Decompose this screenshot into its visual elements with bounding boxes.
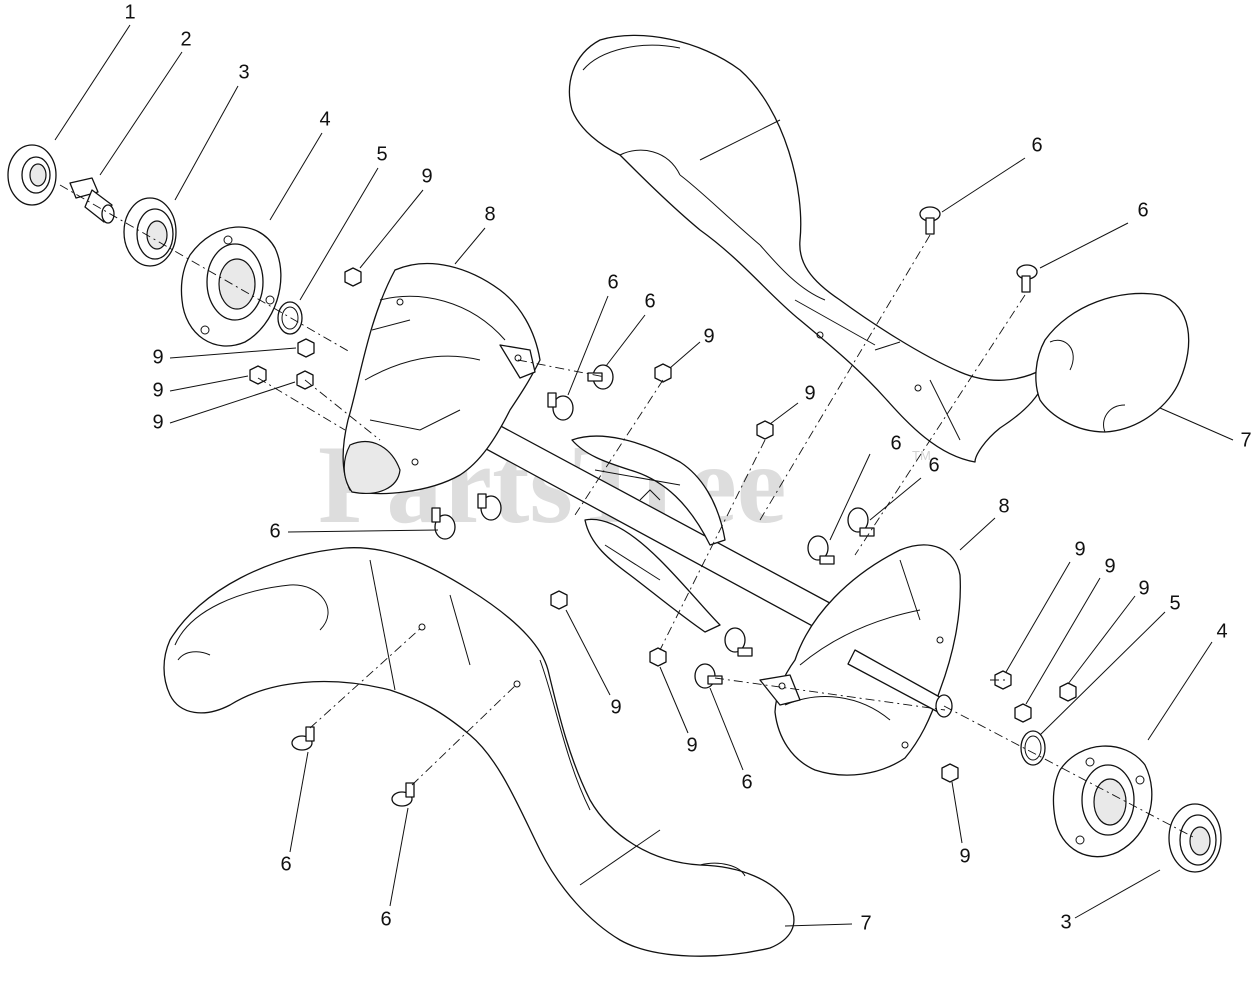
nut-11 (1059, 682, 1077, 702)
callout-6: 6 (644, 290, 655, 312)
alignment-lines (59, 184, 1196, 839)
bolt-4 (431, 507, 456, 540)
callout-2: 2 (180, 28, 191, 50)
carriage-bolts (291, 206, 1038, 807)
bolt-11 (291, 726, 315, 751)
callout-9: 9 (686, 734, 697, 756)
part-5-ring-right (1020, 730, 1046, 766)
hub-plate-right (759, 544, 961, 776)
callout-9: 9 (1074, 538, 1085, 560)
nut-12 (941, 763, 959, 783)
bolt-6 (1016, 264, 1038, 293)
callout-3: 3 (1060, 911, 1071, 933)
callout-9: 9 (1104, 555, 1115, 577)
callout-6: 6 (380, 908, 391, 930)
callout-4: 4 (319, 108, 330, 130)
callout-6: 6 (890, 432, 901, 454)
bolt-10 (694, 663, 723, 689)
callout-3: 3 (238, 61, 249, 83)
callout-6: 6 (280, 853, 291, 875)
callout-6: 6 (607, 271, 618, 293)
bolt-7 (847, 507, 875, 537)
nut-5 (654, 363, 672, 383)
tine-upper-right (568, 34, 1051, 463)
callout-9: 9 (421, 165, 432, 187)
callout-6: 6 (741, 771, 752, 793)
bolt-12 (391, 782, 415, 807)
hub-plate-left (342, 262, 541, 495)
bolt-1 (587, 364, 614, 390)
nut-3 (249, 365, 267, 385)
part-3-bearing-left (123, 197, 177, 267)
nut-8 (649, 647, 667, 667)
callout-6: 6 (1137, 199, 1148, 221)
nut-10 (1014, 703, 1032, 723)
callout-7: 7 (860, 912, 871, 934)
part-4-flange-right (1052, 745, 1153, 858)
nut-7 (550, 590, 568, 610)
tine-upper-right-tip (1035, 292, 1190, 433)
callout-1: 1 (124, 1, 135, 23)
callout-6: 6 (1031, 134, 1042, 156)
part-3-bearing-right (1168, 803, 1222, 873)
bolt-8 (807, 535, 835, 565)
bolt-2 (547, 392, 574, 421)
callout-7: 7 (1240, 429, 1251, 451)
callout-labels: 1 2 3 4 5 9 8 6 6 9 9 9 6 6 9 9 6 7 6 6 … (124, 1, 1251, 934)
leader-lines (54, 24, 1234, 927)
callout-6: 6 (928, 454, 939, 476)
callout-6: 6 (269, 520, 280, 542)
callout-9: 9 (1138, 577, 1149, 599)
callout-9: 9 (804, 382, 815, 404)
part-5-ring-left (277, 301, 303, 335)
callout-9: 9 (152, 379, 163, 401)
callout-8: 8 (484, 203, 495, 225)
bolt-3 (477, 493, 502, 521)
callout-5: 5 (376, 143, 387, 165)
nut-1 (344, 267, 362, 287)
callout-5: 5 (1169, 592, 1180, 614)
bolt-9 (724, 627, 753, 657)
callout-4: 4 (1216, 620, 1227, 642)
watermark-trademark: TM (912, 448, 931, 463)
center-bracket (571, 435, 726, 633)
nut-2 (297, 338, 315, 358)
callout-9: 9 (959, 845, 970, 867)
callout-9: 9 (152, 346, 163, 368)
bolt-5 (919, 206, 941, 235)
callout-9: 9 (152, 411, 163, 433)
part-1-cap (7, 144, 57, 206)
tine-lower-left (163, 547, 795, 957)
part-2-pin (69, 177, 115, 224)
part-4-flange-left (180, 226, 282, 347)
nut-6 (756, 420, 774, 440)
callout-8: 8 (998, 495, 1009, 517)
callout-9: 9 (703, 325, 714, 347)
hex-nuts (249, 267, 1077, 783)
callout-9: 9 (610, 696, 621, 718)
